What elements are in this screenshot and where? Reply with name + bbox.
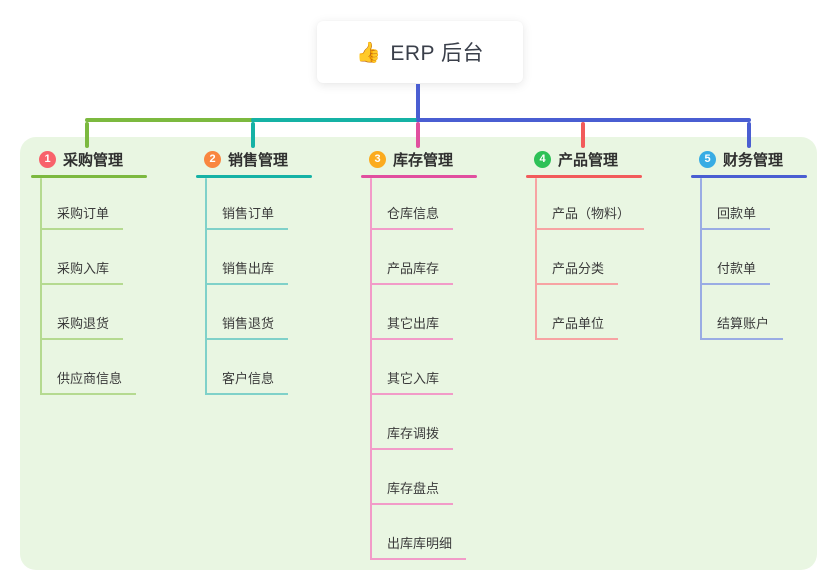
node-sales-return[interactable]: 销售退货: [205, 312, 289, 340]
node-purchase-return[interactable]: 采购退货: [40, 312, 124, 340]
node-purchase-order[interactable]: 采购订单: [40, 202, 124, 230]
branch-sales-title: 销售管理: [228, 152, 289, 169]
branch-inventory-header[interactable]: 3 库存管理: [369, 149, 453, 170]
node-product-stock[interactable]: 产品库存: [370, 257, 454, 285]
branch-finance-title: 财务管理: [723, 152, 784, 169]
branch-purchase-badge: 1: [39, 151, 56, 168]
branch-finance-badge: 5: [699, 151, 716, 168]
node-stock-taking[interactable]: 库存盘点: [370, 477, 454, 505]
node-sales-outbound[interactable]: 销售出库: [205, 257, 289, 285]
node-sales-order[interactable]: 销售订单: [205, 202, 289, 230]
node-warehouse-info[interactable]: 仓库信息: [370, 202, 454, 230]
branch-sales-trunk: [205, 178, 207, 395]
branch-product-underline: [526, 175, 642, 178]
branch-finance-trunk: [700, 178, 702, 340]
connector-bus-green: [85, 118, 255, 122]
branch-finance-underline: [691, 175, 807, 178]
node-customer-info[interactable]: 客户信息: [205, 367, 289, 395]
node-other-inbound[interactable]: 其它入库: [370, 367, 454, 395]
branch-finance-header[interactable]: 5 财务管理: [699, 149, 783, 170]
branch-purchase-title: 采购管理: [63, 152, 124, 169]
node-product-material[interactable]: 产品（物料）: [535, 202, 645, 230]
branch-inventory-underline: [361, 175, 477, 178]
branch-purchase-header[interactable]: 1 采购管理: [39, 149, 123, 170]
node-stock-transfer[interactable]: 库存调拨: [370, 422, 454, 450]
branch-sales-badge: 2: [204, 151, 221, 168]
connector-bus-blue: [416, 118, 751, 122]
node-supplier-info[interactable]: 供应商信息: [40, 367, 137, 395]
node-purchase-inbound[interactable]: 采购入库: [40, 257, 124, 285]
branches-panel: [20, 137, 817, 570]
root-node[interactable]: 👍 ERP 后台: [317, 21, 523, 83]
node-collection-receipt[interactable]: 回款单: [700, 202, 771, 230]
thumbs-up-icon: 👍: [355, 41, 382, 64]
node-product-category[interactable]: 产品分类: [535, 257, 619, 285]
node-other-outbound[interactable]: 其它出库: [370, 312, 454, 340]
branch-inventory-trunk: [370, 178, 372, 560]
branch-sales-underline: [196, 175, 312, 178]
connector-root-vertical: [416, 84, 420, 118]
branch-product-trunk: [535, 178, 537, 340]
connector-drop-purchase: [85, 122, 89, 148]
branch-product-header[interactable]: 4 产品管理: [534, 149, 618, 170]
connector-drop-product: [581, 122, 585, 148]
node-payment-receipt[interactable]: 付款单: [700, 257, 771, 285]
connector-drop-inventory: [416, 122, 420, 148]
branch-sales-header[interactable]: 2 销售管理: [204, 149, 288, 170]
root-title: ERP 后台: [390, 42, 485, 65]
node-settlement-account[interactable]: 结算账户: [700, 312, 784, 340]
connector-drop-sales: [251, 122, 255, 148]
branch-product-badge: 4: [534, 151, 551, 168]
branch-inventory-title: 库存管理: [393, 152, 454, 169]
branch-product-title: 产品管理: [558, 152, 619, 169]
node-product-unit[interactable]: 产品单位: [535, 312, 619, 340]
connector-bus-teal: [251, 118, 420, 122]
branch-purchase-underline: [31, 175, 147, 178]
node-outbound-detail[interactable]: 出库库明细: [370, 532, 467, 560]
branch-purchase-trunk: [40, 178, 42, 395]
branch-inventory-badge: 3: [369, 151, 386, 168]
connector-drop-finance: [747, 122, 751, 148]
